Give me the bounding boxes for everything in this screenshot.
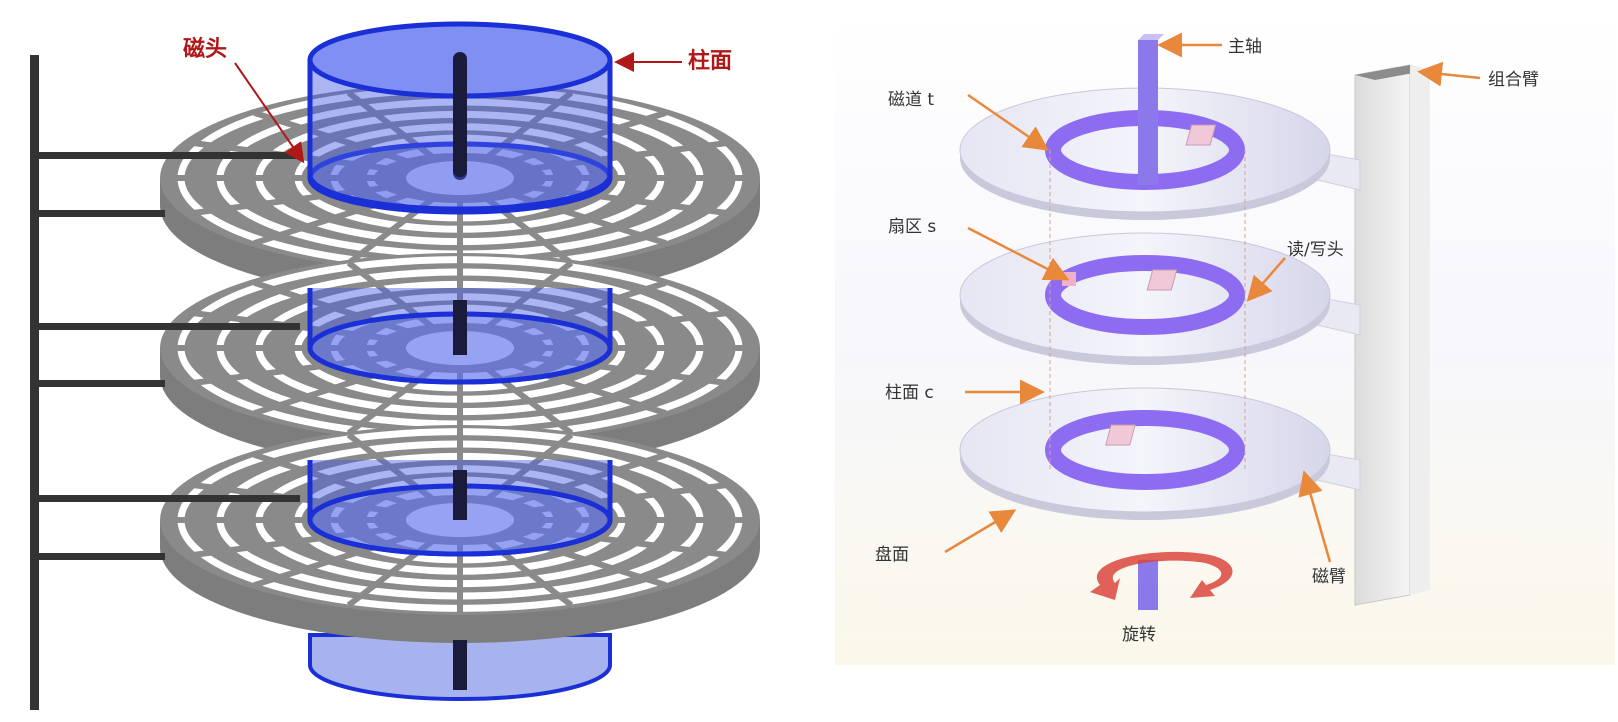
- cylinder-top: [307, 21, 613, 212]
- spindle: [1138, 40, 1158, 185]
- spindle-segment: [453, 470, 467, 520]
- sector-label: 扇区 s: [888, 217, 936, 237]
- head-label: 磁头: [183, 36, 227, 62]
- rotation-label: 旋转: [1122, 625, 1156, 645]
- track-arrow: [967, 93, 1050, 151]
- head-arrow: [234, 62, 305, 164]
- rotation-arrow: [1090, 551, 1233, 610]
- rw-head-label: 读/写头: [1287, 240, 1344, 260]
- arm-assembly: [1354, 64, 1430, 606]
- rw-head-arrow: [1246, 257, 1286, 302]
- arm-assembly-label: 组合臂: [1488, 70, 1539, 90]
- arm-label: 磁臂: [1312, 567, 1346, 587]
- right-disk-illustration: 主轴 磁道 t 组合臂 扇区 s 读/写头 柱面 c 盘面 磁臂 旋转: [835, 15, 1615, 665]
- surface-arrow: [944, 509, 1017, 554]
- spindle-segment: [453, 300, 467, 355]
- cylinder-label: 柱面: [688, 49, 732, 74]
- sector-mark: [1062, 272, 1076, 286]
- platter: [959, 387, 1361, 520]
- right-disk-diagram: 主轴 磁道 t 组合臂 扇区 s 读/写头 柱面 c 盘面 磁臂 旋转: [800, 0, 1618, 722]
- left-disk-illustration: 磁头 柱面: [30, 21, 760, 710]
- spindle-label: 主轴: [1228, 37, 1262, 57]
- surface-label: 盘面: [875, 545, 909, 565]
- cylinder-label: 柱面 c: [885, 383, 934, 403]
- arm-arrow: [1298, 470, 1332, 563]
- spindle-segment: [453, 640, 467, 690]
- left-disk-diagram: 磁头 柱面: [0, 0, 800, 722]
- arm-assembly-arrow: [1417, 61, 1481, 87]
- head-arms: [30, 152, 300, 560]
- sector-arrow: [967, 226, 1070, 281]
- track-label: 磁道 t: [888, 90, 934, 110]
- platter: [160, 425, 760, 643]
